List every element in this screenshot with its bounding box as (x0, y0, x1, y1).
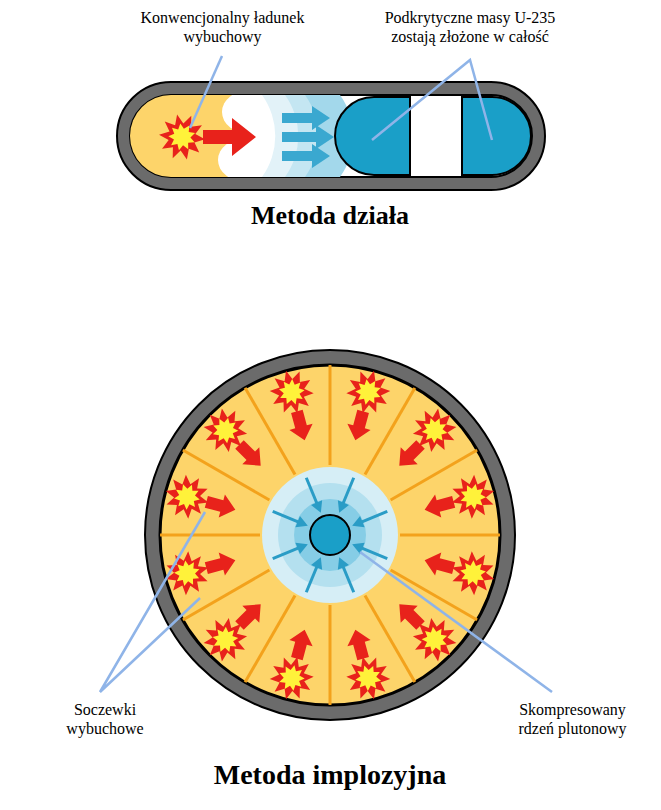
explosion-inner (460, 560, 486, 585)
blast-arrow (347, 410, 370, 441)
compression-arrowhead (338, 557, 349, 569)
tamper-outer (262, 467, 398, 603)
explosion-inner (174, 560, 199, 586)
compression-arrowhead (338, 500, 349, 512)
explosion-outer (270, 657, 314, 700)
tamper-middle (278, 483, 382, 587)
explosion-inner (422, 418, 448, 443)
gun-barrel (130, 95, 532, 177)
part-label: Soczewki wybuchowe (45, 700, 165, 738)
explosion-inner (279, 665, 304, 691)
blast-arrow (425, 494, 456, 517)
part-label: Konwencjonalny ładunek wybuchowy (135, 8, 310, 46)
explosion-inner (174, 484, 200, 509)
part-label-box: Soczewki wybuchowe (45, 700, 165, 738)
explosion-inner (355, 666, 381, 691)
tamper-inner (294, 499, 366, 571)
blast-arrow (289, 630, 312, 661)
compression-arrows (282, 106, 334, 168)
section-heading: Metoda implozyjna (150, 758, 510, 792)
section-heading: Metoda działa (180, 200, 480, 231)
blast-arrow (203, 118, 256, 156)
compression-arrows (273, 478, 388, 593)
explosion-inner (279, 379, 305, 404)
explosion-outer (346, 657, 390, 700)
compression-arrowhead (311, 557, 322, 569)
explosion-outer (166, 475, 209, 519)
uranium-projectile (335, 97, 410, 175)
blast-arrow (399, 604, 424, 629)
blast-arrow (289, 410, 312, 441)
blast-arrow (399, 440, 424, 465)
explosion-outer (346, 371, 390, 414)
explosion-outer (452, 551, 495, 595)
explosion-inner (355, 379, 380, 405)
explosion-outer (166, 551, 209, 595)
explosion-inner (422, 627, 447, 653)
explosion-inner (461, 484, 486, 510)
lens-divider (329, 605, 332, 707)
lens-divider (329, 363, 332, 465)
explosion-outer (270, 371, 314, 414)
compression-arrowhead (295, 543, 307, 554)
blast-arrow (425, 552, 456, 575)
part-label: Podkrytyczne masy U-235 zostają złożone … (370, 8, 570, 46)
blast-arrow (205, 552, 236, 575)
explosion-symbol (159, 114, 205, 159)
compression-arrowhead (352, 516, 364, 527)
blast-arrow (235, 440, 260, 465)
lens-dividers (158, 363, 502, 707)
part-label-box: Podkrytyczne masy U-235 zostają złożone … (370, 8, 570, 46)
compression-arrowhead (295, 516, 307, 527)
explosion-inner (213, 418, 238, 444)
part-label: Skompresowany rdzeń plutonowy (500, 700, 645, 738)
compression-arrowhead (352, 543, 364, 554)
section-heading-box: Metoda działa (180, 200, 480, 231)
lens-divider (400, 534, 502, 537)
bomb-casing (145, 350, 515, 720)
explosion-outer (159, 114, 205, 159)
leader-lines (100, 56, 552, 692)
lens-explosions (166, 371, 494, 699)
blast-arrow (235, 604, 260, 629)
explosion-outer (452, 475, 495, 519)
lens-divider (158, 534, 260, 537)
section-heading-box: Metoda implozyjna (150, 758, 510, 792)
explosion-inner (213, 627, 239, 652)
part-label-box: Konwencjonalny ładunek wybuchowy (135, 8, 310, 46)
blast-arrow (205, 494, 236, 517)
part-label-box: Skompresowany rdzeń plutonowy (500, 700, 645, 738)
compression-arrowhead (311, 500, 322, 512)
plutonium-core (310, 515, 350, 555)
uranium-target (462, 97, 531, 175)
blast-arrow (347, 630, 370, 661)
